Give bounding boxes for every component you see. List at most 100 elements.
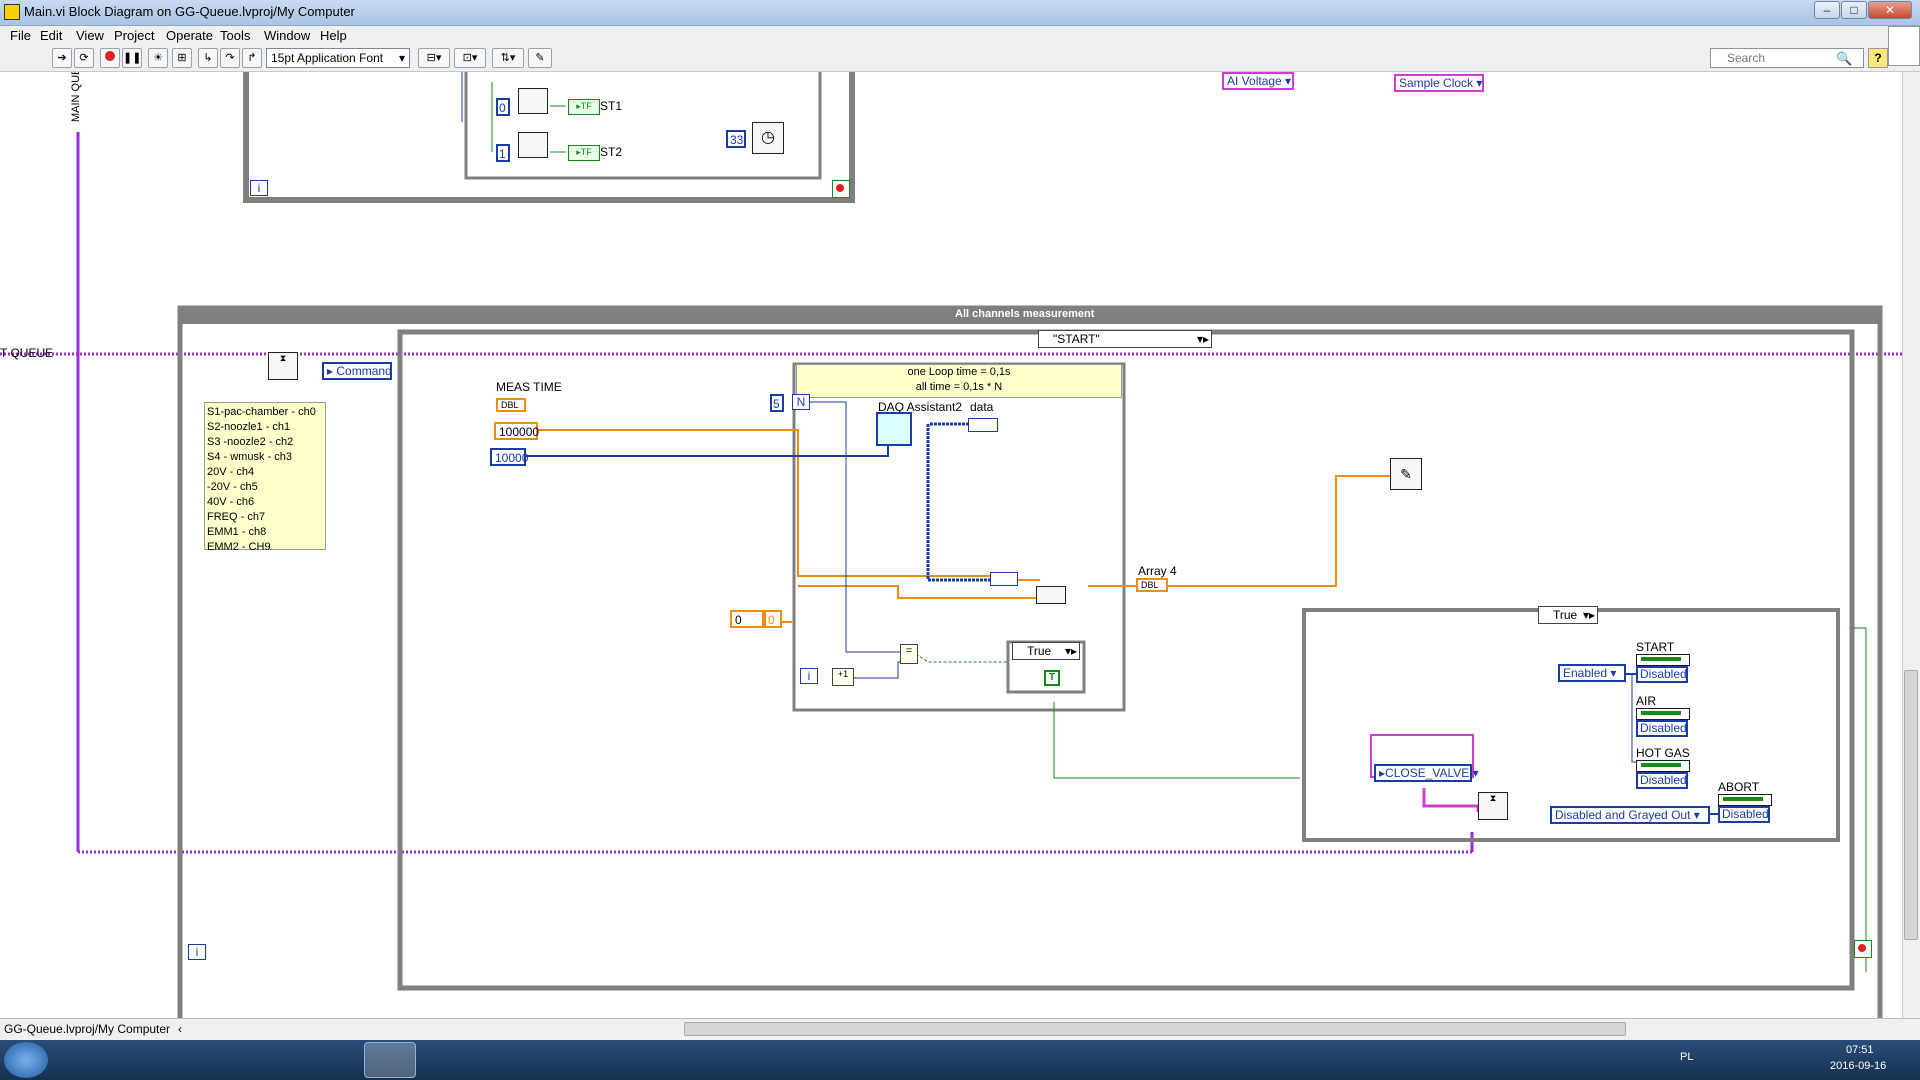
- run-continuously-icon[interactable]: ⟳: [74, 48, 94, 68]
- daq-assistant-icon[interactable]: [876, 412, 912, 446]
- maximize-button[interactable]: □: [1841, 1, 1867, 19]
- meas-time-label: MEAS TIME: [496, 380, 562, 394]
- calculator-icon[interactable]: [304, 1042, 356, 1078]
- abort-disabled-value: Disabled: [1718, 806, 1770, 823]
- increment-icon[interactable]: +1: [832, 668, 854, 686]
- iteration-terminal: i: [800, 668, 818, 684]
- close-button[interactable]: ✕: [1868, 1, 1912, 19]
- disabled-grayed-enum[interactable]: Disabled and Grayed Out ▾: [1550, 806, 1710, 824]
- array4-wire: [1118, 475, 1390, 587]
- abort-icon[interactable]: [100, 48, 120, 68]
- init-const-b[interactable]: 0: [764, 610, 782, 628]
- project-path[interactable]: GG-Queue.lvproj/My Computer: [4, 1022, 171, 1036]
- menu-help[interactable]: Help: [320, 28, 347, 43]
- menu-tools[interactable]: Tools: [220, 28, 251, 43]
- convert-dynamic-icon[interactable]: [990, 572, 1018, 586]
- clock-date[interactable]: 2016-09-16: [1830, 1060, 1887, 1072]
- enabled-wire-2: [1631, 674, 1636, 763]
- true-const[interactable]: T: [1044, 670, 1060, 686]
- sample-clock-selector[interactable]: Sample Clock ▾: [1394, 74, 1484, 92]
- retain-wire-values-icon[interactable]: ⊞: [172, 48, 192, 68]
- tf-indicator-st1[interactable]: ▸TF: [568, 99, 600, 115]
- build-array-icon[interactable]: [1036, 586, 1066, 604]
- abort-property-node[interactable]: Disabled: [1718, 794, 1772, 824]
- search-input[interactable]: Search: [1710, 48, 1864, 68]
- st2-label: ST2: [600, 145, 623, 159]
- vi-icon[interactable]: [1888, 26, 1920, 66]
- step-out-icon[interactable]: ↱: [242, 48, 262, 68]
- menu-window[interactable]: Window: [264, 28, 311, 43]
- reorder-icon[interactable]: ⇅▾: [492, 48, 524, 68]
- step-into-icon[interactable]: ↳: [198, 48, 218, 68]
- dequeue-element-icon[interactable]: ⧗: [268, 352, 298, 380]
- compare-wire: [915, 653, 1008, 663]
- const-100000[interactable]: 100000: [494, 422, 539, 440]
- write-spreadsheet-icon[interactable]: ✎: [1390, 458, 1422, 490]
- distribute-objects-icon[interactable]: ⊡▾: [454, 48, 486, 68]
- file-explorer-icon[interactable]: [124, 1042, 176, 1078]
- command-unbundle[interactable]: ▸ Command: [322, 362, 392, 380]
- menu-view[interactable]: View: [76, 28, 104, 43]
- pause-icon[interactable]: ❚❚: [122, 48, 142, 68]
- air-label: AIR: [1636, 694, 1657, 708]
- enabled-enum[interactable]: Enabled ▾: [1558, 664, 1626, 682]
- highlight-execution-icon[interactable]: ☀: [148, 48, 168, 68]
- search-icon[interactable]: 🔍: [1836, 51, 1853, 66]
- air-disabled-value: Disabled: [1636, 720, 1688, 737]
- n-wire: [802, 401, 900, 653]
- minimize-button[interactable]: –: [1814, 1, 1840, 19]
- channel-line: FREQ - ch7: [207, 511, 266, 523]
- case-selector[interactable]: "START"▾▸: [1038, 330, 1212, 348]
- daq-data-wire: [926, 424, 990, 582]
- language-indicator[interactable]: PL: [1680, 1051, 1694, 1063]
- channel-line: EMM1 - ch8: [207, 526, 267, 538]
- event-loop-stop-icon[interactable]: [1854, 940, 1872, 958]
- const-0-top[interactable]: 0: [496, 98, 510, 116]
- init-const-a[interactable]: 0: [730, 610, 764, 628]
- start-button-icon[interactable]: [4, 1042, 48, 1078]
- run-arrow-icon[interactable]: ➔: [52, 48, 72, 68]
- array4-indicator[interactable]: DBL: [1136, 578, 1168, 592]
- clock-time[interactable]: 07:51: [1846, 1044, 1874, 1056]
- equal-icon[interactable]: =: [900, 644, 918, 664]
- font-select[interactable]: 15pt Application Font▾: [266, 48, 410, 68]
- top-loop-stop-icon[interactable]: [832, 180, 850, 198]
- step-over-icon[interactable]: ↷: [220, 48, 240, 68]
- right-case-selector[interactable]: True▾▸: [1538, 606, 1598, 624]
- menu-project[interactable]: Project: [114, 28, 155, 43]
- close-valve-enum[interactable]: ▸CLOSE_VALVE ▾: [1374, 764, 1479, 782]
- paint-icon[interactable]: [424, 1042, 476, 1078]
- channel-line: S4 - wmusk - ch3: [207, 451, 292, 463]
- scroll-left-icon[interactable]: ‹: [178, 1022, 182, 1036]
- media-player-icon[interactable]: [184, 1042, 236, 1078]
- data-label: data: [970, 400, 994, 414]
- data-waveform-indicator[interactable]: [968, 418, 998, 432]
- align-objects-icon[interactable]: ⊟▾: [418, 48, 450, 68]
- tf-indicator-st2[interactable]: ▸TF: [568, 145, 600, 161]
- meas-time-control[interactable]: DBL: [496, 398, 526, 412]
- air-property-node[interactable]: Disabled: [1636, 708, 1690, 738]
- property-node-icon[interactable]: [518, 88, 548, 114]
- wait-ms-icon[interactable]: ◷: [752, 122, 784, 154]
- horizontal-scroll-thumb[interactable]: [684, 1022, 1626, 1036]
- n-const[interactable]: 5: [770, 394, 784, 412]
- ai-voltage-selector[interactable]: AI Voltage ▾: [1222, 72, 1294, 90]
- const-1-top[interactable]: 1: [496, 144, 510, 162]
- labview-taskbar-icon[interactable]: [364, 1042, 416, 1078]
- menu-operate[interactable]: Operate: [166, 28, 213, 43]
- cleanup-diagram-icon[interactable]: ✎: [528, 48, 552, 68]
- hot-gas-property-node[interactable]: Disabled: [1636, 760, 1690, 790]
- wait-const[interactable]: 33: [726, 130, 746, 148]
- property-node-icon-2[interactable]: [518, 132, 548, 158]
- const-10000[interactable]: 10000: [490, 448, 528, 466]
- enqueue-element-icon[interactable]: ⧗: [1478, 792, 1508, 820]
- inner-case-selector[interactable]: True▾▸: [1012, 642, 1080, 660]
- internet-explorer-icon[interactable]: [64, 1042, 116, 1078]
- firefox-icon[interactable]: [244, 1042, 296, 1078]
- block-diagram[interactable]: 0 ▸TF ST1 1 ▸TF ST2 33 ◷ i AI Voltage ▾ …: [0, 72, 1902, 1018]
- vertical-scroll-thumb[interactable]: [1904, 670, 1918, 940]
- menu-file[interactable]: File: [10, 28, 31, 43]
- start-property-node[interactable]: Disabled: [1636, 654, 1690, 684]
- context-help-button[interactable]: ?: [1868, 48, 1888, 68]
- menu-edit[interactable]: Edit: [40, 28, 63, 43]
